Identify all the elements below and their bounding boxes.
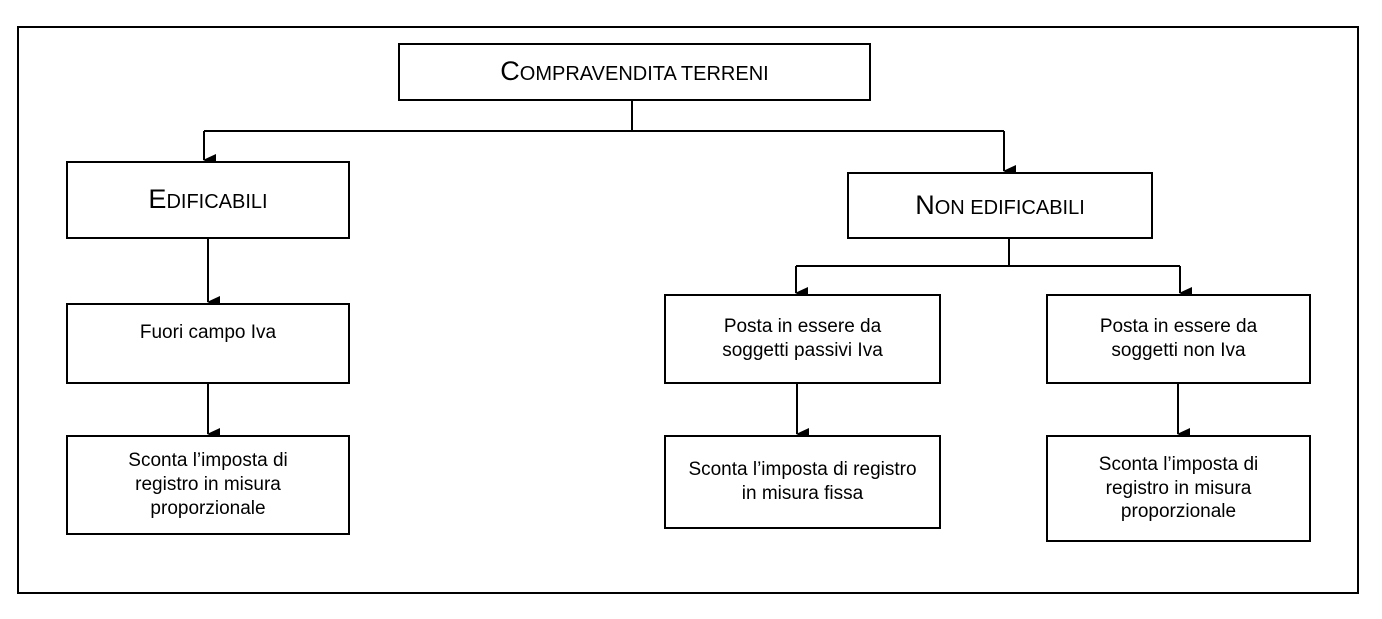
- node-leaf-edificabili-label: Sconta l’imposta di registro in misura p…: [128, 450, 288, 519]
- node-leaf-passivi-label: Sconta l’imposta di registro in misura f…: [688, 459, 917, 504]
- node-passivi-label: Posta in essere da soggetti passivi Iva: [722, 316, 883, 361]
- node-leaf-edificabili: Sconta l’imposta di registro in misura p…: [66, 435, 350, 535]
- node-leaf-passivi-iva: Sconta l’imposta di registro in misura f…: [664, 435, 941, 529]
- node-edificabili-label: Edificabili: [148, 184, 268, 215]
- node-non-edificabili-label: Non edificabili: [915, 189, 1085, 220]
- node-fuori-campo-label: Fuori campo Iva: [139, 322, 277, 343]
- node-soggetti-passivi-iva: Posta in essere da soggetti passivi Iva: [664, 294, 941, 384]
- node-non-edificabili: Non edificabili: [847, 172, 1153, 239]
- node-compravendita-terreni: Compravendita terreni: [398, 43, 871, 101]
- node-soggetti-non-iva: Posta in essere da soggetti non Iva: [1046, 294, 1311, 384]
- node-compravendita-label: Compravendita terreni: [500, 56, 769, 87]
- diagram-frame: [17, 26, 1359, 594]
- node-leaf-non-iva-label: Sconta l’imposta di registro in misura p…: [1098, 453, 1259, 523]
- node-leaf-non-iva: Sconta l’imposta di registro in misura p…: [1046, 435, 1311, 542]
- node-fuori-campo-iva: Fuori campo Iva: [66, 303, 350, 384]
- node-non-iva-label: Posta in essere da soggetti non Iva: [1099, 316, 1258, 361]
- node-edificabili: Edificabili: [66, 161, 350, 239]
